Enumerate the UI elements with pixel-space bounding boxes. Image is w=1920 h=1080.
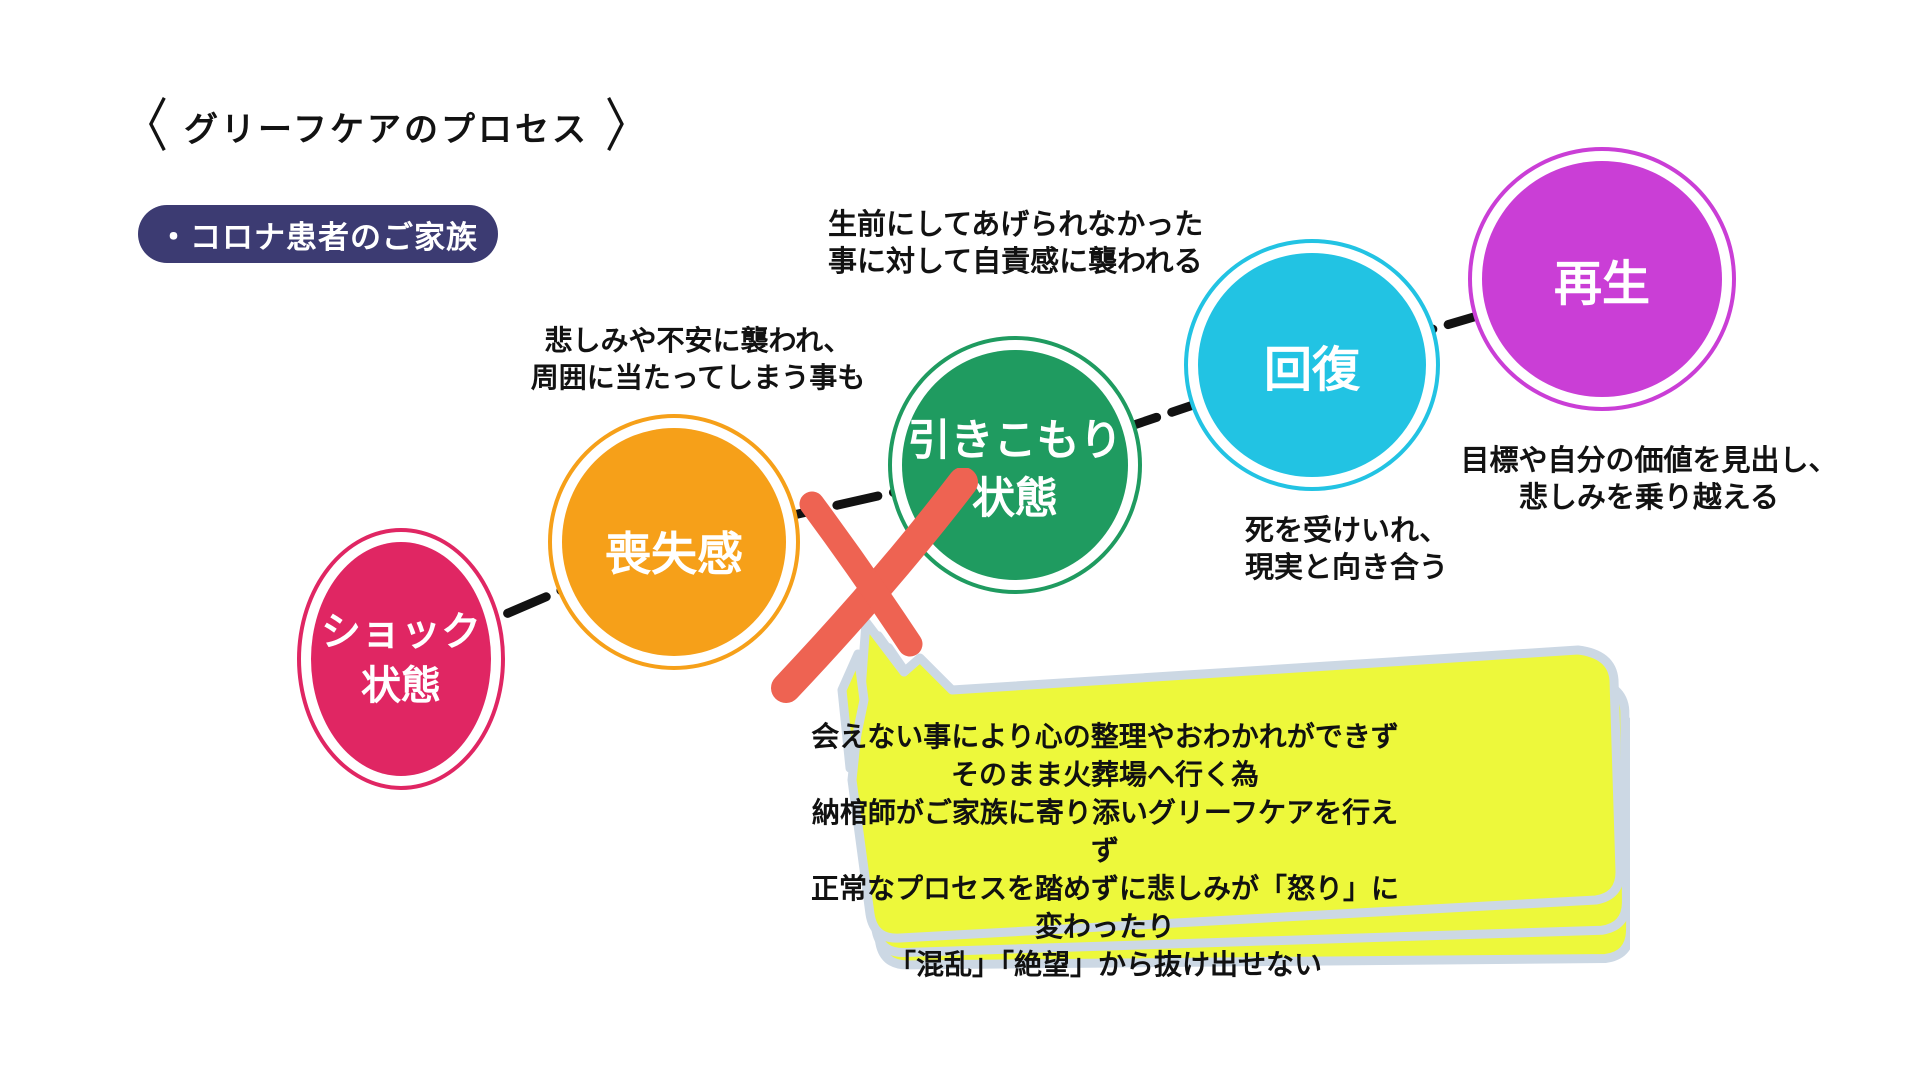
stage-circle-rebirth: 再生: [1468, 147, 1736, 411]
stage-circle-shock-label: ショック 状態: [311, 542, 491, 776]
stage-circle-rebirth-label: 再生: [1482, 161, 1722, 397]
note-withdrawal: 生前にしてあげられなかった 事に対して自責感に襲われる: [828, 206, 1228, 280]
stage-circle-withdrawal-label: 引きこもり 状態: [902, 350, 1128, 580]
stage-label-line: ショック: [321, 608, 481, 655]
title-left-bracket: 〈: [121, 92, 169, 160]
note-line: 現実と向き合う: [1245, 550, 1449, 584]
note-line: 悲しみや不安に襲われ、: [544, 324, 852, 357]
note-line: 生前にしてあげられなかった: [828, 207, 1204, 241]
bubble-line: 正常なプロセスを踏めずに悲しみが「怒り」に変わったり: [810, 872, 1399, 943]
stage-label-line: 喪失感: [605, 527, 743, 581]
title-text: グリーフケアのプロセス: [184, 109, 589, 150]
note-line: 目標や自分の価値を見出し、: [1460, 443, 1838, 477]
note-recovery: 死を受けいれ、 現実と向き合う: [1245, 512, 1575, 586]
note-line: 悲しみを乗り越える: [1518, 480, 1780, 514]
stage-circle-loss-label: 喪失感: [562, 428, 786, 656]
note-line: 事に対して自責感に襲われる: [828, 244, 1203, 278]
stage-circle-withdrawal: 引きこもり 状態: [888, 336, 1142, 594]
x-mark: [771, 468, 978, 703]
bubble-line: 会えない事により心の整理やおわかれができず: [811, 720, 1399, 753]
note-line: 周囲に当たってしまう事も: [530, 361, 866, 394]
stage-label-line: 再生: [1553, 256, 1650, 312]
stage-circle-shock: ショック 状態: [297, 528, 505, 790]
note-line: 死を受けいれ、: [1245, 513, 1449, 547]
stage-circle-recovery: 回復: [1184, 239, 1440, 491]
stage-circle-loss: 喪失感: [548, 414, 800, 670]
speech-bubble-fold: [837, 649, 869, 773]
stage-circle-recovery-label: 回復: [1198, 253, 1426, 477]
stage-label-line: 回復: [1263, 342, 1360, 398]
stage-label-line: 状態: [361, 662, 441, 709]
page-title: 〈 グリーフケアのプロセス 〉: [116, 96, 657, 156]
note-rebirth: 目標や自分の価値を見出し、 悲しみを乗り越える: [1458, 442, 1840, 516]
speech-bubble: [837, 617, 1630, 970]
bubble-line: 納棺師がご家族に寄り添いグリーフケアを行えず: [811, 796, 1399, 867]
subject-badge: ・コロナ患者のご家族: [138, 205, 498, 263]
note-loss: 悲しみや不安に襲われ、 周囲に当たってしまう事も: [512, 322, 884, 396]
speech-bubble-body: [847, 617, 1625, 943]
speech-bubble-text: 会えない事により心の整理やおわかれができず そのまま火葬場へ行く為 納棺師がご家…: [805, 718, 1405, 984]
bubble-line: 「混乱」「絶望」から抜け出せない: [887, 948, 1322, 981]
title-right-bracket: 〉: [604, 92, 652, 160]
bubble-line: そのまま火葬場へ行く為: [950, 758, 1259, 791]
stage-label-line: 引きこもり: [907, 416, 1123, 466]
stage-label-line: 状態: [972, 474, 1058, 524]
